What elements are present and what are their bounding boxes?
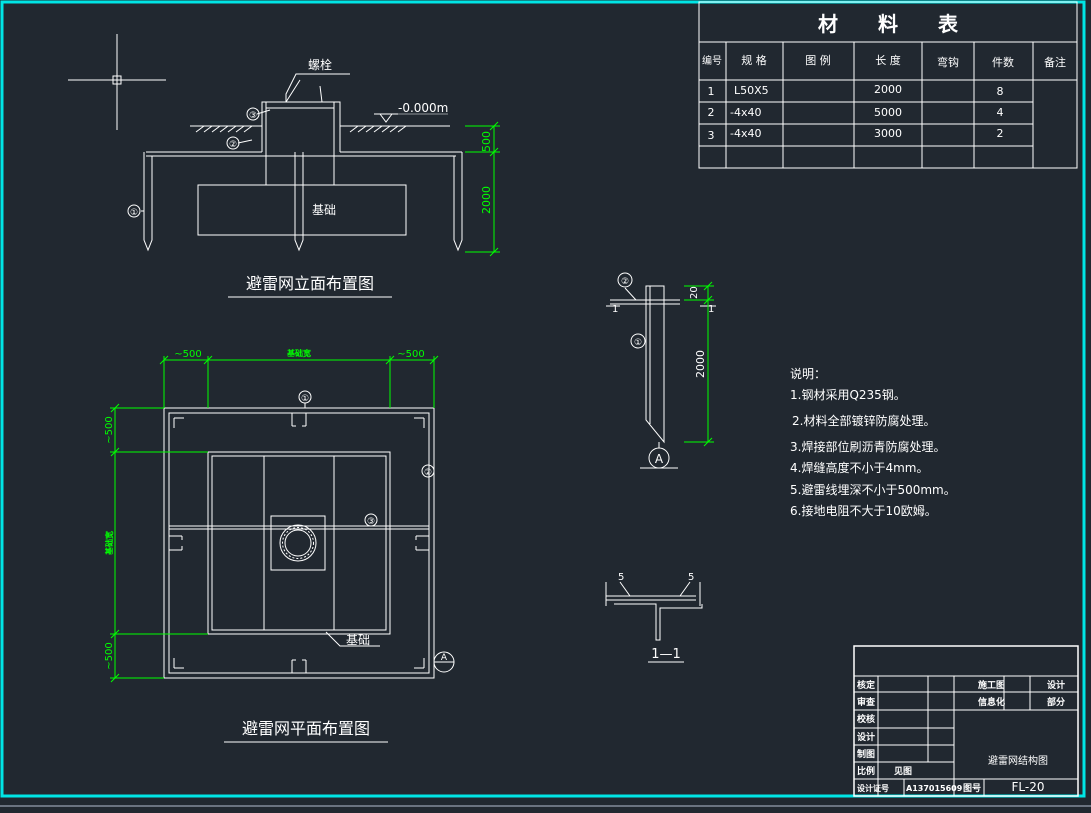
elevation-callout-2: ② (229, 140, 237, 150)
section-weld-right: 5 (688, 572, 694, 583)
material-table: 材 料 表 编号 规 格 图 例 长 度 弯钩 件数 备注 1 L50X5 20… (698, 1, 1078, 169)
plan-callout-3: ③ (367, 517, 375, 527)
plan-dim-left-top: ~500 (104, 416, 115, 443)
plan-foundation-label: 基础 (346, 633, 370, 647)
elevation-title: 避雷网立面布置图 (246, 274, 374, 293)
plan-dim-left-bottom: ~500 (104, 642, 115, 669)
plan-dim-top-mid: 基础宽 (286, 348, 311, 358)
title-block-label: 比例 (857, 765, 875, 777)
note-item: 6.接地电阻不大于10欧姆。 (790, 503, 937, 518)
note-item: 5.避雷线埋深不小于500mm。 (790, 483, 956, 497)
notes: 说明： 1.钢材采用Q235钢。 2.材料全部镀锌防腐处理。 3.焊接部位刷沥青… (790, 366, 956, 518)
material-table-header: 编号 (702, 54, 722, 67)
section-1-1: 5 5 1—1 (605, 572, 703, 663)
material-table-cell: 3 (708, 129, 715, 142)
stage-label: 施工图 (978, 679, 1005, 691)
note-item: 1.钢材采用Q235钢。 (790, 388, 906, 402)
elevation-callout-3: ③ (249, 111, 257, 121)
material-table-title: 材 料 表 (818, 12, 959, 36)
level-label: -0.000m (398, 101, 448, 115)
elevation-dim-500: 500 (480, 131, 493, 152)
plan-callout-a: A (441, 653, 448, 663)
material-table-header: 长 度 (875, 53, 901, 67)
material-table-header: 弯钩 (937, 55, 959, 69)
drawing-name: 避雷网结构图 (988, 754, 1048, 767)
title-block-label: 设计 (857, 731, 875, 743)
part-label: 部分 (1047, 696, 1065, 708)
title-block-label: 核定 (857, 679, 876, 691)
material-table-cell: -4x40 (730, 127, 761, 140)
elevation-view: ③ ② ① 螺栓 -0.000m 基础 500 2000 避雷网立面布置图 (127, 57, 500, 298)
plan-view: ① ② ③ A 基础 ~500 基础宽 ~500 (104, 348, 455, 743)
material-table-cell: 8 (997, 85, 1004, 98)
title-block: 核定 审查 校核 设计 制图 比例 设计证号 见图 A137015609 施工图… (853, 645, 1079, 797)
title-block-label: 设计证号 (857, 783, 889, 793)
note-item: 4.焊缝高度不小于4mm。 (790, 460, 928, 475)
plan-dim-left-mid: 基础宽 (104, 531, 114, 556)
detail-section-mark-right: 1 (708, 304, 714, 315)
design-label: 设计 (1047, 679, 1065, 691)
scale-value: 见图 (894, 766, 912, 777)
plan-callout-2: ② (424, 468, 432, 478)
elevation-callout-1: ① (130, 208, 138, 218)
material-table-cell: 4 (997, 106, 1004, 119)
material-table-cell: L50X5 (734, 84, 769, 97)
plan-dim-top-right: ~500 (397, 349, 424, 360)
material-table-cell: 2 (997, 127, 1004, 140)
info-label: 信息化 (978, 696, 1005, 708)
cert-value: A137015609 (906, 784, 963, 793)
material-table-cell: 3000 (874, 127, 902, 140)
note-item: 2.材料全部镀锌防腐处理。 (792, 413, 935, 428)
note-item: 3.焊接部位刷沥青防腐处理。 (790, 439, 945, 454)
title-block-label: 审查 (857, 696, 876, 708)
detail-callout-a: A (655, 452, 664, 466)
detail-dim-20: 20 (689, 286, 700, 299)
detail-callout-2: ② (621, 277, 629, 287)
drawing-no-label: 图号 (963, 783, 981, 794)
title-block-label: 制图 (857, 748, 875, 760)
elevation-dim-2000: 2000 (480, 186, 493, 214)
detail-section-mark-left: 1 (612, 304, 618, 315)
title-block-label: 校核 (857, 713, 875, 725)
plan-dim-top-left: ~500 (174, 349, 201, 360)
detail-dim-2000: 2000 (694, 350, 707, 378)
plan-title: 避雷网平面布置图 (242, 719, 370, 738)
elevation-foundation-label: 基础 (312, 203, 336, 217)
section-label: 1—1 (651, 647, 681, 662)
material-table-header: 图 例 (805, 53, 831, 67)
plan-callout-1: ① (301, 394, 309, 404)
material-table-cell: -4x40 (730, 106, 761, 119)
material-table-header: 件数 (992, 56, 1014, 69)
material-table-cell: 2000 (874, 83, 902, 96)
section-weld-left: 5 (618, 572, 624, 583)
crosshair-cursor (68, 34, 166, 130)
drawing-no: FL-20 (1012, 780, 1045, 794)
material-table-cell: 2 (708, 106, 715, 119)
drawing-frame (0, 0, 1086, 798)
material-table-header: 规 格 (741, 53, 767, 67)
material-table-cell: 1 (708, 85, 715, 98)
detail-callout-1: ① (634, 338, 642, 348)
bolt-label: 螺栓 (308, 57, 332, 72)
material-table-cell: 5000 (874, 106, 902, 119)
material-table-header: 备注 (1044, 55, 1066, 69)
notes-title: 说明： (790, 366, 826, 381)
rod-detail: ② ① 1 1 A 20 2000 (606, 272, 716, 469)
